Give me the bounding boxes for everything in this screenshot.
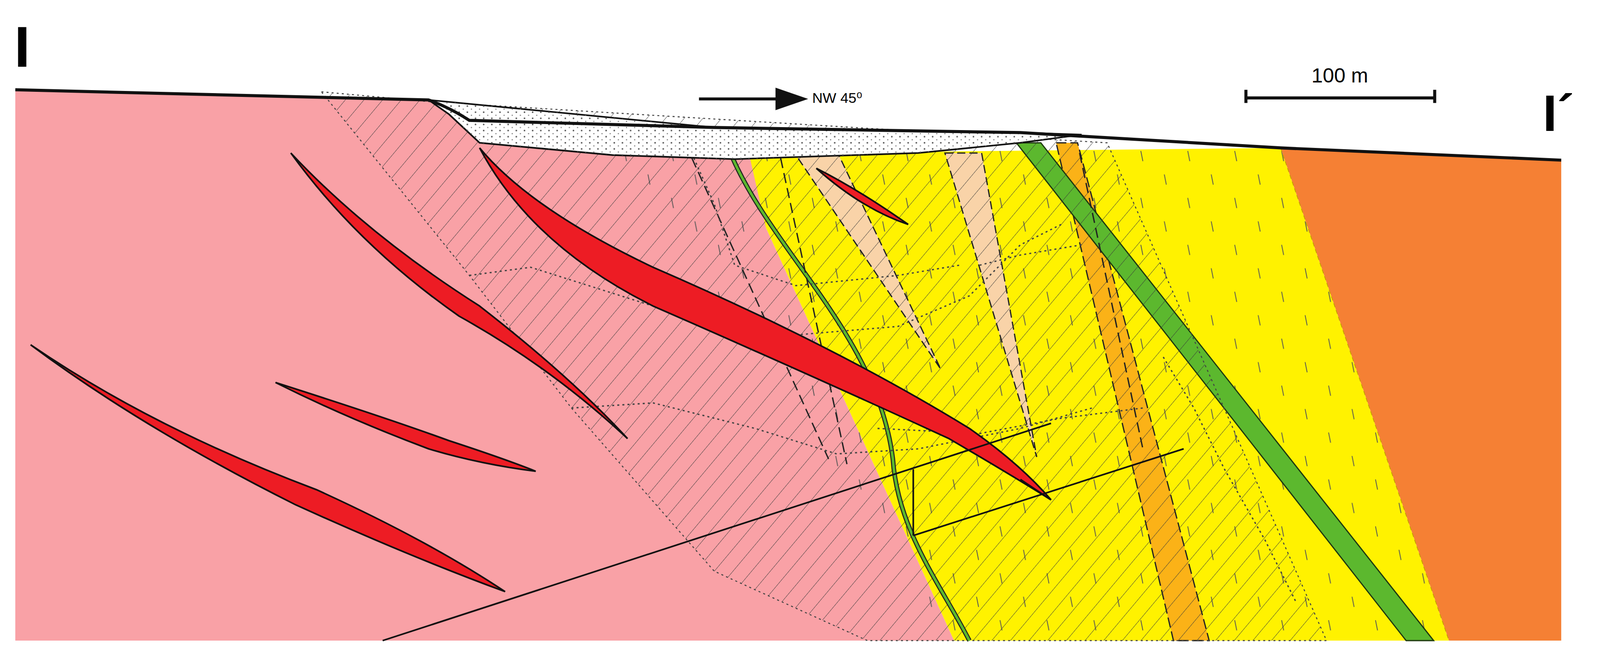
orange-unit [1280, 147, 1562, 641]
green-line [732, 158, 970, 641]
hatched-zone [321, 91, 1327, 641]
section-marker: I [14, 18, 31, 76]
green-line-fill [732, 158, 970, 641]
scale-label: 100 m [1311, 65, 1368, 86]
section-marker: I´ [1543, 87, 1575, 139]
red-lenses [30, 147, 1052, 592]
faults [382, 423, 1184, 641]
direction-arrow [698, 87, 809, 111]
scale-bar [1245, 89, 1435, 103]
direction-label: NW 45⁰ [812, 90, 863, 105]
rock-units [15, 89, 1562, 641]
